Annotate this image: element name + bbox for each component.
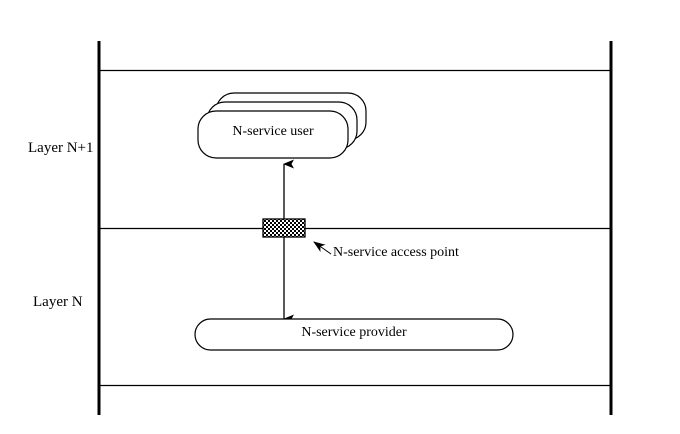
service-provider-label: N-service provider — [301, 325, 407, 340]
frame-group — [97, 41, 613, 415]
access-point-leader-line — [313, 241, 332, 255]
layer-lower-label: Layer N — [33, 294, 83, 310]
layer-upper-label: Layer N+1 — [28, 140, 94, 156]
service-provider-box[interactable] — [194, 318, 514, 351]
service-user-label: N-service user — [232, 124, 314, 139]
service-access-point-label: N-service access point — [333, 245, 459, 260]
service-user-box-front[interactable] — [197, 110, 349, 159]
service-user-stack — [197, 92, 367, 159]
service-access-point-box[interactable] — [262, 218, 306, 238]
